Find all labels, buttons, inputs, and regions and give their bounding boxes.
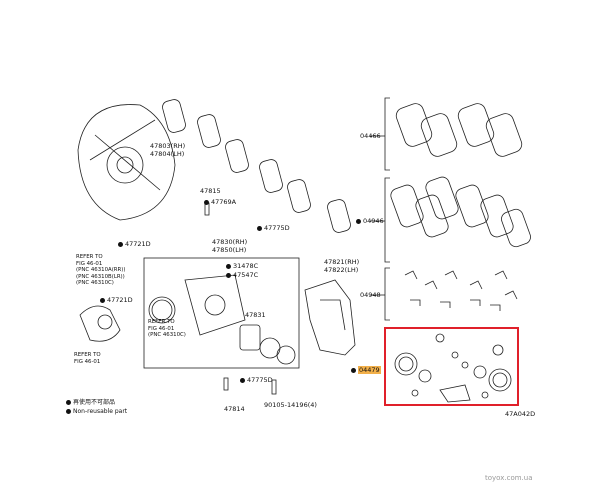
part-label-47721D-a[interactable]: 47721D [118, 240, 151, 248]
caliper-body [184, 274, 246, 336]
legend-row-jp: 再使用不可部品 [66, 398, 127, 407]
non-reusable-marker [226, 272, 231, 278]
part-label-47775D-bot[interactable]: 47775D [240, 376, 273, 384]
part-label-04466[interactable]: 04466 [360, 132, 381, 140]
clips-04948 [404, 270, 518, 311]
part-label-47775D-top[interactable]: 47775D [257, 224, 290, 232]
part-label-47775D-bot-text: 47775D [247, 376, 273, 384]
part-label-04948[interactable]: 04948 [360, 291, 381, 299]
shoe-pads [162, 99, 351, 233]
refer-note-top[interactable]: REFER TO FIG 46-01 (PNC 46310A(RR)) (PNC… [76, 254, 126, 287]
refer-note-mid[interactable]: REFER TO FIG 46-01 (PNC 46310C) [148, 319, 186, 339]
legend-text-en: Non-reusable part [73, 408, 128, 415]
non-reusable-marker [356, 218, 361, 224]
non-reusable-marker [257, 225, 262, 231]
watermark: toyox.com.ua [485, 474, 533, 482]
highlighted-kit-box [384, 327, 519, 406]
legend: 再使用不可部品 Non-reusable part [66, 398, 127, 416]
dust-shield [77, 104, 176, 221]
bracket-04948 [384, 267, 390, 321]
part-label-31478C-text: 31478C [233, 262, 259, 270]
figure-code: 47A042D [505, 410, 536, 418]
part-label-47721D-b-text: 47721D [107, 296, 133, 304]
non-reusable-marker [226, 263, 231, 269]
caliper-box [143, 257, 300, 369]
part-label-47721D-a-text: 47721D [125, 240, 151, 248]
part-label-90105[interactable]: 90105-14196(4) [264, 401, 317, 409]
part-label-04479-text: 04479 [358, 366, 381, 374]
legend-marker [66, 409, 71, 414]
non-reusable-marker [351, 367, 356, 373]
part-label-04946-text: 04946 [363, 217, 384, 225]
non-reusable-marker [204, 199, 209, 205]
part-label-47814[interactable]: 47814 [224, 405, 245, 413]
part-label-47821[interactable]: 47821(RH) 47822(LH) [324, 258, 360, 274]
part-label-47803[interactable]: 47803(RH) 47804(LH) [150, 142, 186, 158]
bracket-04946 [384, 177, 390, 263]
part-label-04946[interactable]: 04946 [356, 217, 384, 225]
part-label-47831[interactable]: 47831 [245, 311, 266, 319]
bracket-04466 [384, 97, 390, 171]
part-label-47721D-b[interactable]: 47721D [100, 296, 133, 304]
legend-marker [66, 400, 71, 405]
legend-row-en: Non-reusable part [66, 407, 127, 416]
part-label-47830[interactable]: 47830(RH) 47850(LH) [212, 238, 248, 254]
part-label-47547C-text: 47547C [233, 271, 259, 279]
part-label-47815[interactable]: 47815 [200, 187, 221, 195]
part-label-47775D-top-text: 47775D [264, 224, 290, 232]
refer-note-bot[interactable]: REFER TO FIG 46-01 [74, 352, 101, 365]
pads-04466 [395, 103, 523, 157]
part-label-47769A[interactable]: 47769A [204, 198, 236, 206]
piston [239, 324, 261, 351]
legend-text-jp: 再使用不可部品 [73, 399, 116, 406]
non-reusable-marker [100, 297, 105, 303]
non-reusable-marker [240, 377, 245, 383]
part-label-47769A-text: 47769A [211, 198, 237, 206]
pads-04946 [390, 176, 531, 248]
piston-seal [148, 296, 176, 324]
part-label-31478C[interactable]: 31478C [226, 262, 258, 270]
part-label-04479[interactable]: 04479 [351, 366, 381, 374]
non-reusable-marker [118, 241, 123, 247]
hub-assembly [79, 305, 121, 342]
kit-parts [394, 333, 512, 403]
caliper-mount [304, 279, 356, 356]
part-label-47547C[interactable]: 47547C [226, 271, 258, 279]
